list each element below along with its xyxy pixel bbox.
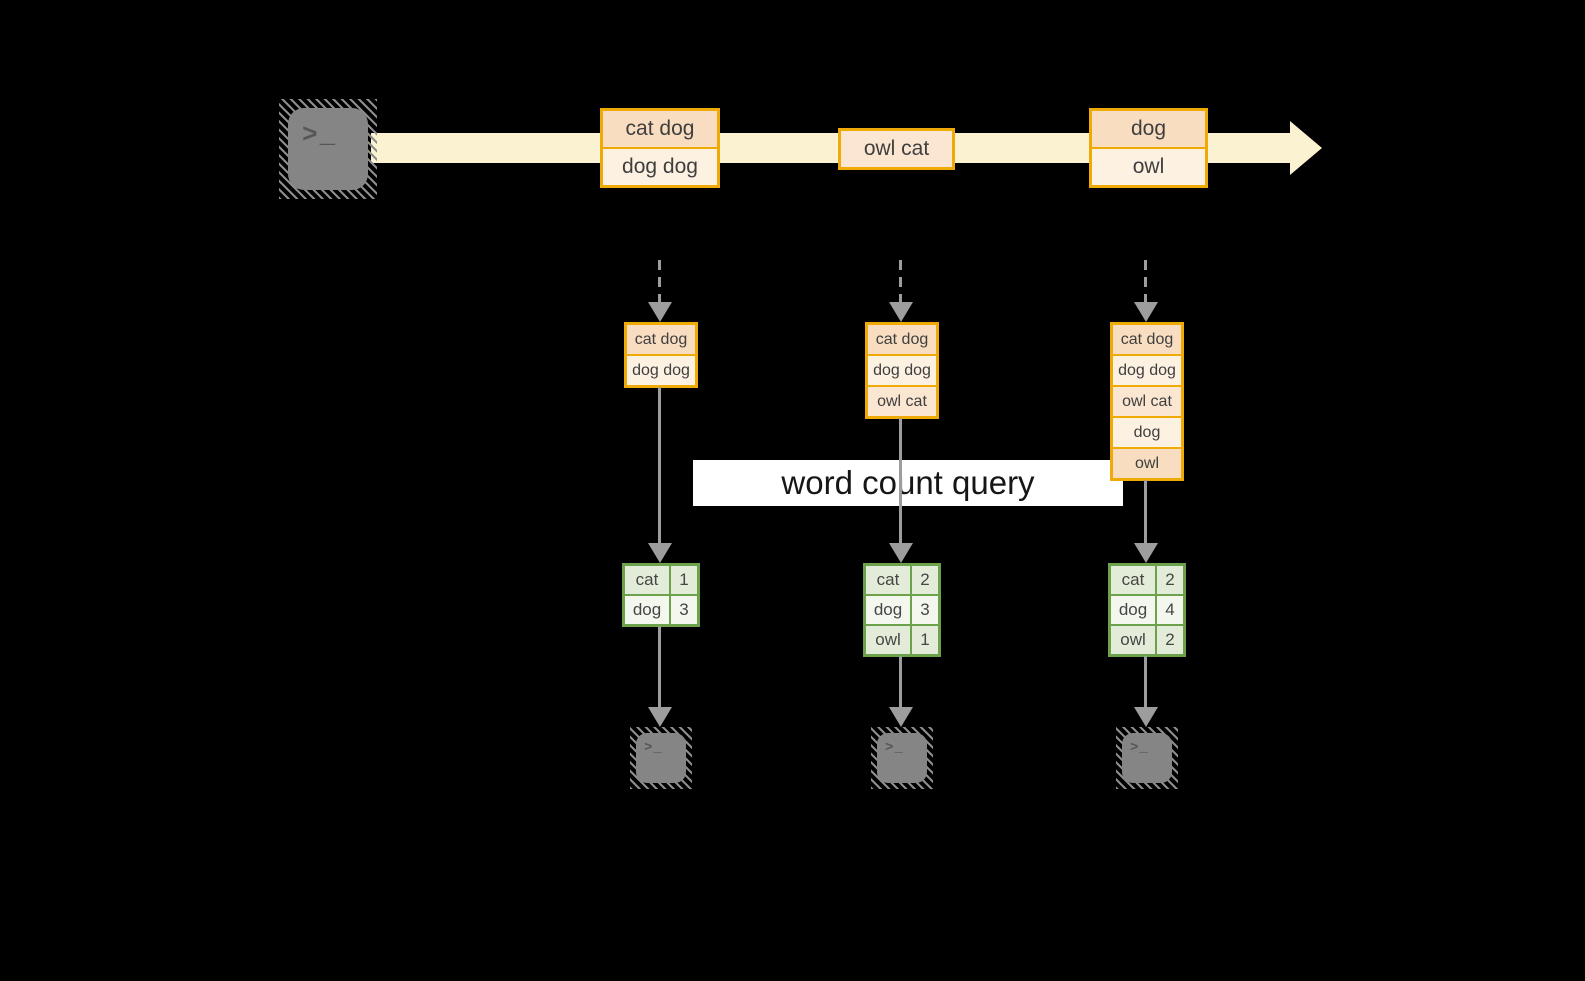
source-terminal-icon: >_: [279, 99, 377, 199]
word-cell: owl: [1120, 630, 1146, 649]
count-cell: 2: [1155, 566, 1183, 594]
batch-message: cat dog: [868, 325, 936, 354]
word-cell: dog: [1118, 600, 1148, 619]
count-cell: 3: [910, 596, 938, 624]
table-row: cat 2: [866, 566, 938, 594]
count-cell: 1: [669, 566, 697, 594]
batch-message: dog dog: [868, 354, 936, 385]
table-row: owl 2: [1111, 624, 1183, 654]
count-cell: 3: [669, 596, 697, 624]
sink-terminal-icon-3: >_: [1116, 727, 1178, 789]
batch-3-messages: cat dog dog dog owl cat dog owl: [1110, 322, 1184, 481]
stream-message: cat dog: [603, 111, 717, 147]
table-row: cat 1: [625, 566, 697, 594]
connector-line: [1144, 480, 1147, 544]
word-count-table-2: cat 2 dog 3 owl 1: [863, 563, 941, 657]
stream-message: dog dog: [603, 147, 717, 185]
arrow-down-icon: [889, 707, 913, 727]
terminal-prompt-glyph: >_: [636, 733, 686, 783]
stream-message-group-2: owl cat: [838, 128, 955, 170]
sink-terminal-icon-2: >_: [871, 727, 933, 789]
dashed-connector: [1144, 260, 1147, 302]
connector-line: [658, 626, 661, 707]
batch-message: dog: [1113, 416, 1181, 447]
batch-message: dog dog: [627, 354, 695, 385]
stream-message: dog: [1092, 111, 1205, 147]
word-cell: dog: [632, 600, 662, 619]
batch-message: dog dog: [1113, 354, 1181, 385]
word-count-table-3: cat 2 dog 4 owl 2: [1108, 563, 1186, 657]
arrow-down-icon: [1134, 302, 1158, 322]
terminal-prompt-glyph: >_: [877, 733, 927, 783]
table-row: dog 4: [1111, 594, 1183, 624]
arrow-down-icon: [648, 543, 672, 563]
connector-line: [899, 418, 902, 544]
count-cell: 2: [1155, 626, 1183, 654]
table-row: dog 3: [625, 594, 697, 624]
word-count-table-1: cat 1 dog 3: [622, 563, 700, 627]
count-cell: 4: [1155, 596, 1183, 624]
arrow-down-icon: [889, 302, 913, 322]
table-row: dog 3: [866, 594, 938, 624]
arrow-down-icon: [648, 707, 672, 727]
batch-message: owl cat: [1113, 385, 1181, 416]
arrow-down-icon: [648, 302, 672, 322]
dashed-connector: [899, 260, 902, 302]
word-cell: cat: [1121, 570, 1145, 589]
word-cell: owl: [875, 630, 901, 649]
count-cell: 2: [910, 566, 938, 594]
batch-message: cat dog: [1113, 325, 1181, 354]
connector-line: [658, 387, 661, 544]
stream-message: owl: [1092, 147, 1205, 185]
batch-message: cat dog: [627, 325, 695, 354]
word-cell: cat: [876, 570, 900, 589]
arrow-down-icon: [1134, 707, 1158, 727]
connector-line: [1144, 656, 1147, 707]
table-row: cat 2: [1111, 566, 1183, 594]
stream-arrow-head-icon: [1290, 121, 1322, 175]
count-cell: 1: [910, 626, 938, 654]
arrow-down-icon: [889, 543, 913, 563]
table-row: owl 1: [866, 624, 938, 654]
batch-2-messages: cat dog dog dog owl cat: [865, 322, 939, 419]
query-banner: word count query: [693, 460, 1123, 506]
batch-message: owl cat: [868, 385, 936, 416]
terminal-prompt-glyph: >_: [1122, 733, 1172, 783]
batch-message: owl: [1113, 447, 1181, 478]
batch-1-messages: cat dog dog dog: [624, 322, 698, 388]
arrow-down-icon: [1134, 543, 1158, 563]
stream-message-group-3: dog owl: [1089, 108, 1208, 188]
word-cell: cat: [635, 570, 659, 589]
dashed-connector: [658, 260, 661, 302]
stream-message-group-1: cat dog dog dog: [600, 108, 720, 188]
terminal-prompt-glyph: >_: [288, 108, 368, 190]
word-cell: dog: [873, 600, 903, 619]
connector-line: [899, 656, 902, 707]
sink-terminal-icon-1: >_: [630, 727, 692, 789]
stream-message: owl cat: [841, 131, 952, 167]
